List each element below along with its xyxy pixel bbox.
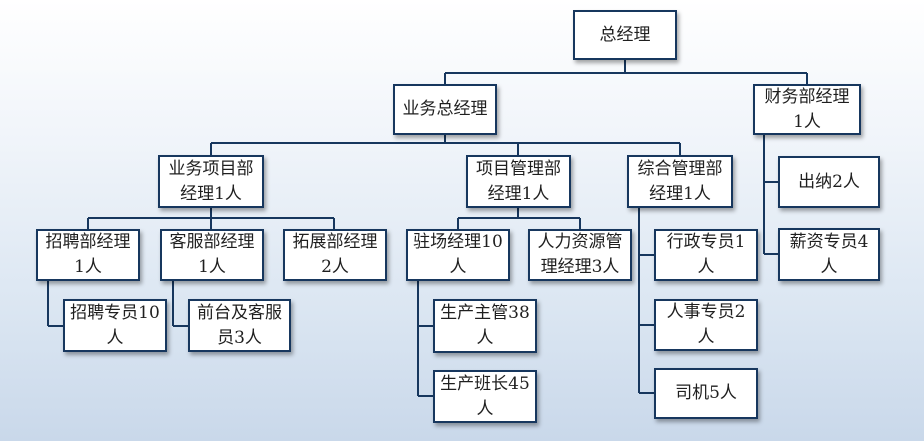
node-site-manager: 驻场经理10 人	[406, 229, 510, 281]
node-driver: 司机5人	[654, 368, 758, 419]
node-general-management-dept: 综合管理部 经理1人	[627, 155, 733, 208]
node-recruitment-specialist: 招聘专员10 人	[63, 299, 167, 352]
node-personnel-specialist: 人事专员2 人	[654, 299, 758, 351]
node-business-general-manager: 业务总经理	[393, 84, 497, 135]
node-finance-manager: 财务部经理 1人	[753, 84, 861, 135]
node-production-team-leader: 生产班长45 人	[433, 370, 537, 423]
node-payroll-specialist: 薪资专员4 人	[778, 228, 880, 281]
node-customer-service-manager: 客服部经理 1人	[160, 229, 264, 281]
node-front-desk-cs: 前台及客服 员3人	[188, 299, 291, 352]
node-general-manager: 总经理	[573, 10, 677, 60]
node-recruitment-manager: 招聘部经理 1人	[36, 229, 140, 281]
node-project-management-dept: 项目管理部 经理1人	[466, 155, 571, 208]
node-expansion-manager: 拓展部经理 2人	[283, 229, 387, 281]
node-hr-manager: 人力资源管 理经理3人	[528, 229, 632, 281]
node-production-supervisor: 生产主管38 人	[433, 299, 537, 353]
node-cashier: 出纳2人	[778, 156, 880, 208]
node-business-project-dept: 业务项目部 经理1人	[158, 155, 264, 208]
node-admin-specialist: 行政专员1 人	[654, 229, 758, 281]
